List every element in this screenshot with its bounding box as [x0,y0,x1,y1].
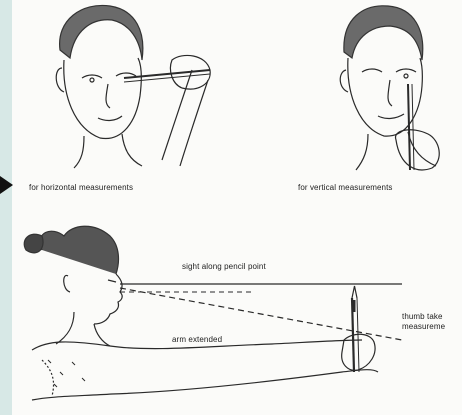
figure-arm-extended [24,226,378,400]
caption-thumb-line2: measureme [402,322,445,331]
caption-horizontal: for horizontal measurements [29,183,133,192]
figure-horizontal-measure [56,5,210,168]
caption-arm: arm extended [172,335,222,344]
illustration-sheet: for horizontal measurements for vertical… [12,0,462,415]
measuring-illustration [12,0,462,415]
caption-vertical: for vertical measurements [298,183,393,192]
sight-line-dashed [120,288,402,340]
figure-vertical-measure [340,6,439,170]
caption-sight: sight along pencil point [182,262,266,271]
arrow-right-icon [0,176,13,194]
sight-lines [120,284,402,340]
caption-thumb-line1: thumb take [402,312,443,321]
